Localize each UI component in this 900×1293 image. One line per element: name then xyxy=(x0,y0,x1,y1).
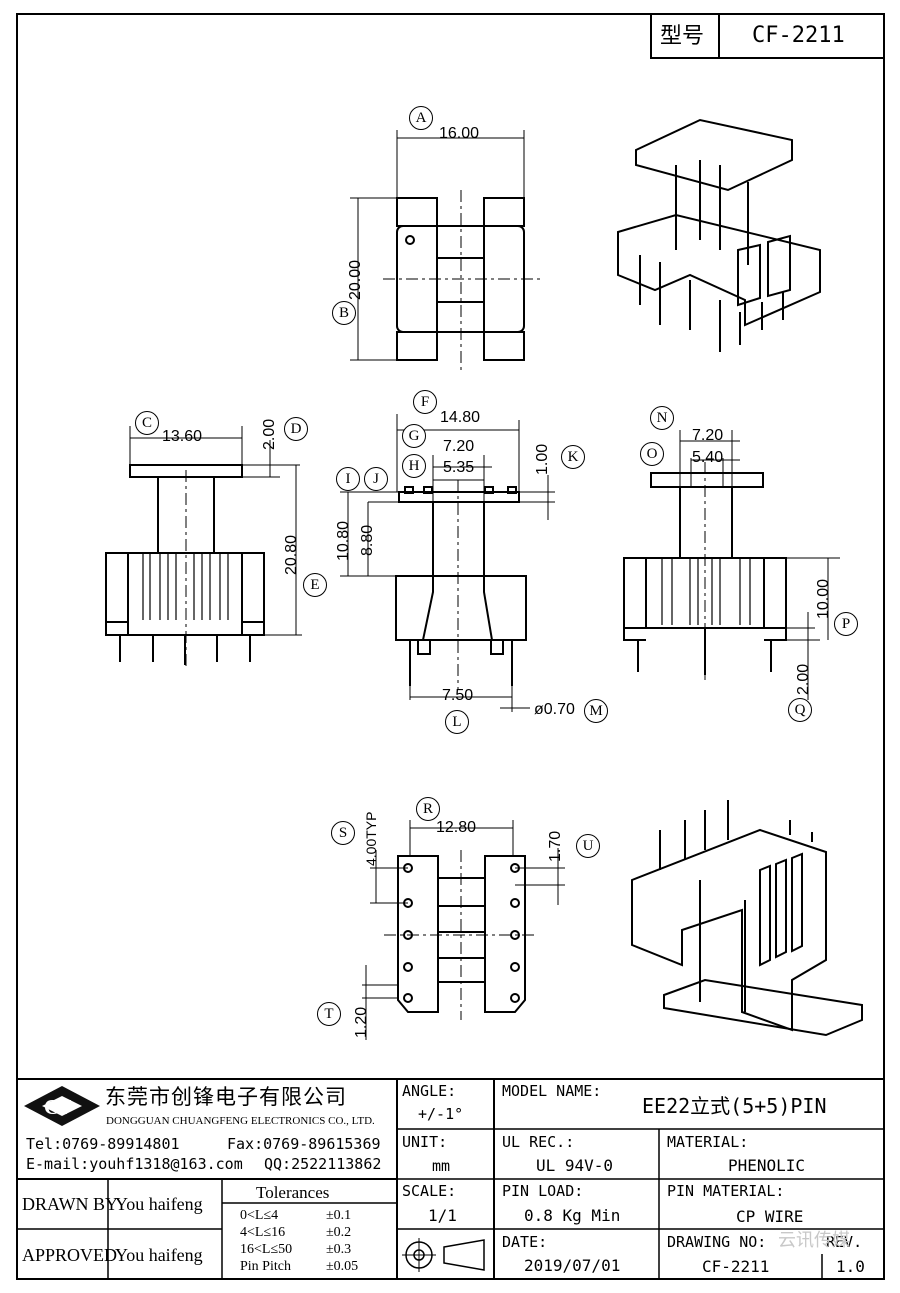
callout-j: J xyxy=(364,467,388,491)
dim-b-height: 20.00 xyxy=(347,259,364,300)
rev-label: REV. xyxy=(826,1233,863,1251)
callout-i: I xyxy=(336,467,360,491)
pin-material-value: CP WIRE xyxy=(736,1207,804,1226)
qq: QQ:2522113862 xyxy=(264,1155,382,1173)
side-view xyxy=(395,480,527,690)
model-name-label: MODEL NAME: xyxy=(502,1082,602,1100)
dim-s-pitch: 4.00TYP xyxy=(363,811,379,866)
tolerance-range-1: 0<L≤4 xyxy=(240,1208,279,1223)
dim-p-height: 10.00 xyxy=(815,578,832,619)
pin-material-label: PIN MATERIAL: xyxy=(667,1182,785,1200)
dim-m-diameter: ø0.70 xyxy=(534,701,575,718)
callout-f: F xyxy=(413,390,437,414)
tolerance-value-2: ±0.2 xyxy=(326,1225,352,1240)
email: E-mail:youhf1318@163.com xyxy=(26,1155,243,1173)
model-name-value: EE22立式(5+5)PIN xyxy=(642,1094,827,1118)
dim-c-width: 13.60 xyxy=(162,428,203,445)
callout-n: N xyxy=(650,406,674,430)
callout-p: P xyxy=(834,612,858,636)
company-name-cn: 东莞市创锋电子有限公司 xyxy=(105,1086,347,1109)
watermark: 云讯传媒 xyxy=(778,1230,850,1250)
model-label: 型号 xyxy=(660,23,705,48)
scale-label: SCALE: xyxy=(402,1182,457,1200)
callout-m: M xyxy=(584,699,608,723)
isometric-view-top xyxy=(617,118,821,352)
logo-text: CF xyxy=(44,1095,72,1119)
dim-r-width: 12.80 xyxy=(436,819,477,836)
dim-g-width: 7.20 xyxy=(443,438,475,455)
dim-l-width: 7.50 xyxy=(442,687,474,704)
dim-e-height: 20.80 xyxy=(283,534,300,575)
dim-k-height: 1.00 xyxy=(534,443,551,475)
callout-a: A xyxy=(409,106,433,130)
unit-label: UNIT: xyxy=(402,1133,448,1151)
bottom-view xyxy=(384,850,538,1020)
tolerance-value-4: ±0.05 xyxy=(326,1259,359,1274)
drawn-by-label: DRAWN BY xyxy=(22,1194,119,1214)
callout-s: S xyxy=(331,821,355,845)
callout-t: T xyxy=(317,1002,341,1026)
dim-q-height: 2.00 xyxy=(795,663,812,695)
tolerance-value-1: ±0.1 xyxy=(326,1208,352,1223)
tel: Tel:0769-89914801 xyxy=(26,1135,180,1153)
dim-d-height: 2.00 xyxy=(261,418,278,450)
dim-j-height: 8.80 xyxy=(359,524,376,556)
approved-value: You haifeng xyxy=(115,1245,203,1265)
tolerance-range-3: 16<L≤50 xyxy=(240,1242,293,1257)
ul-value: UL 94V-0 xyxy=(536,1156,614,1175)
scale-value: 1/1 xyxy=(428,1206,457,1225)
dim-n-width: 7.20 xyxy=(692,427,724,444)
dim-u-height: 1.70 xyxy=(547,830,564,862)
dim-f-width: 14.80 xyxy=(440,409,481,426)
callout-e: E xyxy=(303,573,327,597)
callout-q: Q xyxy=(788,698,812,722)
ul-label: UL REC.: xyxy=(502,1133,575,1151)
angle-value: +/-1° xyxy=(418,1105,464,1123)
company-logo xyxy=(24,1086,100,1126)
dim-h-width: 5.35 xyxy=(443,459,475,476)
tolerance-range-2: 4<L≤16 xyxy=(240,1225,286,1240)
dim-t-height: 1.20 xyxy=(353,1006,370,1038)
dim-i-height: 10.80 xyxy=(335,520,352,561)
date-label: DATE: xyxy=(502,1233,548,1251)
end-view xyxy=(623,462,787,680)
callout-g: G xyxy=(402,424,426,448)
top-view xyxy=(383,190,540,372)
drawing-no-value: CF-2211 xyxy=(702,1257,770,1276)
callout-u: U xyxy=(576,834,600,858)
tolerances-title: Tolerances xyxy=(256,1183,330,1202)
callout-d: D xyxy=(284,417,308,441)
angle-label: ANGLE: xyxy=(402,1082,457,1100)
tolerance-range-4: Pin Pitch xyxy=(240,1259,291,1274)
drawn-by-value: You haifeng xyxy=(115,1194,203,1214)
front-view xyxy=(105,464,265,668)
isometric-view-bottom xyxy=(631,800,863,1037)
callout-k: K xyxy=(561,445,585,469)
tolerance-value-3: ±0.3 xyxy=(326,1242,352,1257)
rev-value: 1.0 xyxy=(836,1257,865,1276)
approved-label: APPROVED xyxy=(22,1245,118,1265)
dim-a-width: 16.00 xyxy=(439,125,480,142)
pin-load-value: 0.8 Kg Min xyxy=(524,1206,621,1225)
drawing-no-label: DRAWING NO: xyxy=(667,1233,767,1251)
dim-o-width: 5.40 xyxy=(692,449,724,466)
callout-h: H xyxy=(402,454,426,478)
fax: Fax:0769-89615369 xyxy=(227,1135,381,1153)
callout-r: R xyxy=(416,797,440,821)
date-value: 2019/07/01 xyxy=(524,1256,621,1275)
pin-load-label: PIN LOAD: xyxy=(502,1182,584,1200)
callout-c: C xyxy=(135,411,159,435)
material-value: PHENOLIC xyxy=(728,1156,806,1175)
model-value: CF-2211 xyxy=(752,23,845,48)
callout-l: L xyxy=(445,710,469,734)
callout-b: B xyxy=(332,301,356,325)
material-label: MATERIAL: xyxy=(667,1133,749,1151)
unit-value: mm xyxy=(432,1157,451,1175)
company-name-en: DONGGUAN CHUANGFENG ELECTRONICS CO., LTD… xyxy=(106,1115,375,1127)
callout-o: O xyxy=(640,442,664,466)
